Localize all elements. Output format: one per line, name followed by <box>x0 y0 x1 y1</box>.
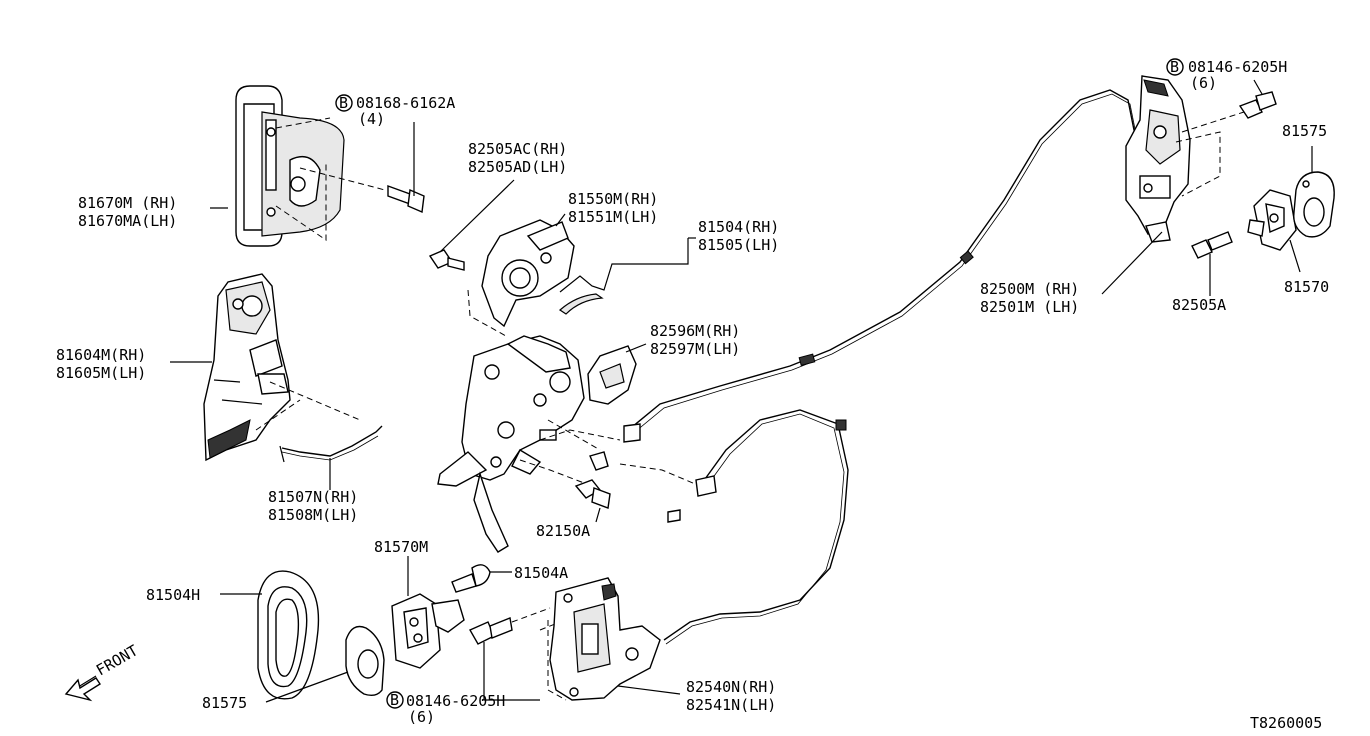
upper-door-lock-part <box>1125 75 1191 243</box>
front-direction-arrow <box>64 675 101 702</box>
label-grommet: 81504H <box>146 586 200 604</box>
diagram-id: T8260005 <box>1250 714 1322 732</box>
label-screw-ac-rh: 82505AC(RH) <box>468 140 567 158</box>
label-lock-bot-lh: 82541N(LH) <box>686 696 776 714</box>
label-gasket-top: 81575 <box>1282 122 1327 140</box>
label-lock-bot-rh: 82540N(RH) <box>686 678 776 696</box>
b-marker-1: B <box>335 94 353 112</box>
label-clip-lh: 82597M(LH) <box>650 340 740 358</box>
bolt-08146-top-part <box>1238 91 1277 119</box>
label-screw-81504a: 81504A <box>514 564 568 582</box>
bolt-08146-bot-part <box>469 617 513 645</box>
b-marker-text-2: B <box>1170 58 1179 76</box>
label-striker-top: 81570 <box>1284 278 1329 296</box>
label-bracket-lh: 81605M(LH) <box>56 364 146 382</box>
bolt-82150a-part <box>574 479 611 509</box>
label-rod-lh: 81505(LH) <box>698 236 779 254</box>
label-lever-rh: 81550M(RH) <box>568 190 658 208</box>
lower-door-lock-part <box>549 577 661 701</box>
label-handle-rh: 81670M (RH) <box>78 194 177 212</box>
label-bolt-08168-qty: (4) <box>358 110 385 128</box>
label-link-rh: 81507N(RH) <box>268 488 358 506</box>
label-gasket-bot: 81575 <box>202 694 247 712</box>
label-screw-82505a: 82505A <box>1172 296 1226 314</box>
rod-clip-part <box>587 345 637 405</box>
label-bolt-08146-top: 08146-6205H <box>1188 58 1287 76</box>
label-bolt-08146-bot-qty: (6) <box>408 708 435 726</box>
b-marker-text-1: B <box>339 94 348 112</box>
label-bolt-08146-top-qty: (6) <box>1190 74 1217 92</box>
label-bolt-82150a: 82150A <box>536 522 590 540</box>
label-clip-rh: 82596M(RH) <box>650 322 740 340</box>
label-bolt-08168: 08168-6162A <box>356 94 455 112</box>
label-link-lh: 81508M(LH) <box>268 506 358 524</box>
upper-striker-part <box>1247 189 1297 251</box>
bolt-center-part <box>589 451 609 471</box>
bolt-08168-part <box>387 122 425 214</box>
label-front: FRONT <box>93 641 141 679</box>
label-handle-lh: 81670MA(LH) <box>78 212 177 230</box>
remote-cable-lower <box>663 409 849 645</box>
label-lock-top-rh: 82500M (RH) <box>980 280 1079 298</box>
b-marker-3: B <box>386 691 404 709</box>
inside-lever-part <box>481 219 575 328</box>
label-striker-bot: 81570M <box>374 538 428 556</box>
bolt-82505ac-part <box>428 249 465 271</box>
label-rod-rh: 81504(RH) <box>698 218 779 236</box>
label-bracket-rh: 81604M(RH) <box>56 346 146 364</box>
lock-mechanism-part <box>437 293 623 553</box>
b-marker-text-3: B <box>390 691 399 709</box>
b-marker-2: B <box>1166 58 1184 76</box>
upper-gasket-part <box>1293 171 1335 238</box>
inside-handle-bracket-part <box>203 273 291 462</box>
lower-gasket-part <box>345 625 385 697</box>
link-rod-part <box>279 425 383 490</box>
label-screw-ad-lh: 82505AD(LH) <box>468 158 567 176</box>
outside-handle-part <box>235 85 345 247</box>
label-bolt-08146-bot: 08146-6205H <box>406 692 505 710</box>
grommet-part <box>257 570 320 700</box>
screw-82505a-part <box>1191 231 1233 259</box>
screw-81504a-part <box>451 564 491 593</box>
label-lever-lh: 81551M(LH) <box>568 208 658 226</box>
lower-striker-part <box>391 593 465 669</box>
remote-cable-upper <box>623 89 1139 443</box>
label-lock-top-lh: 82501M (LH) <box>980 298 1079 316</box>
